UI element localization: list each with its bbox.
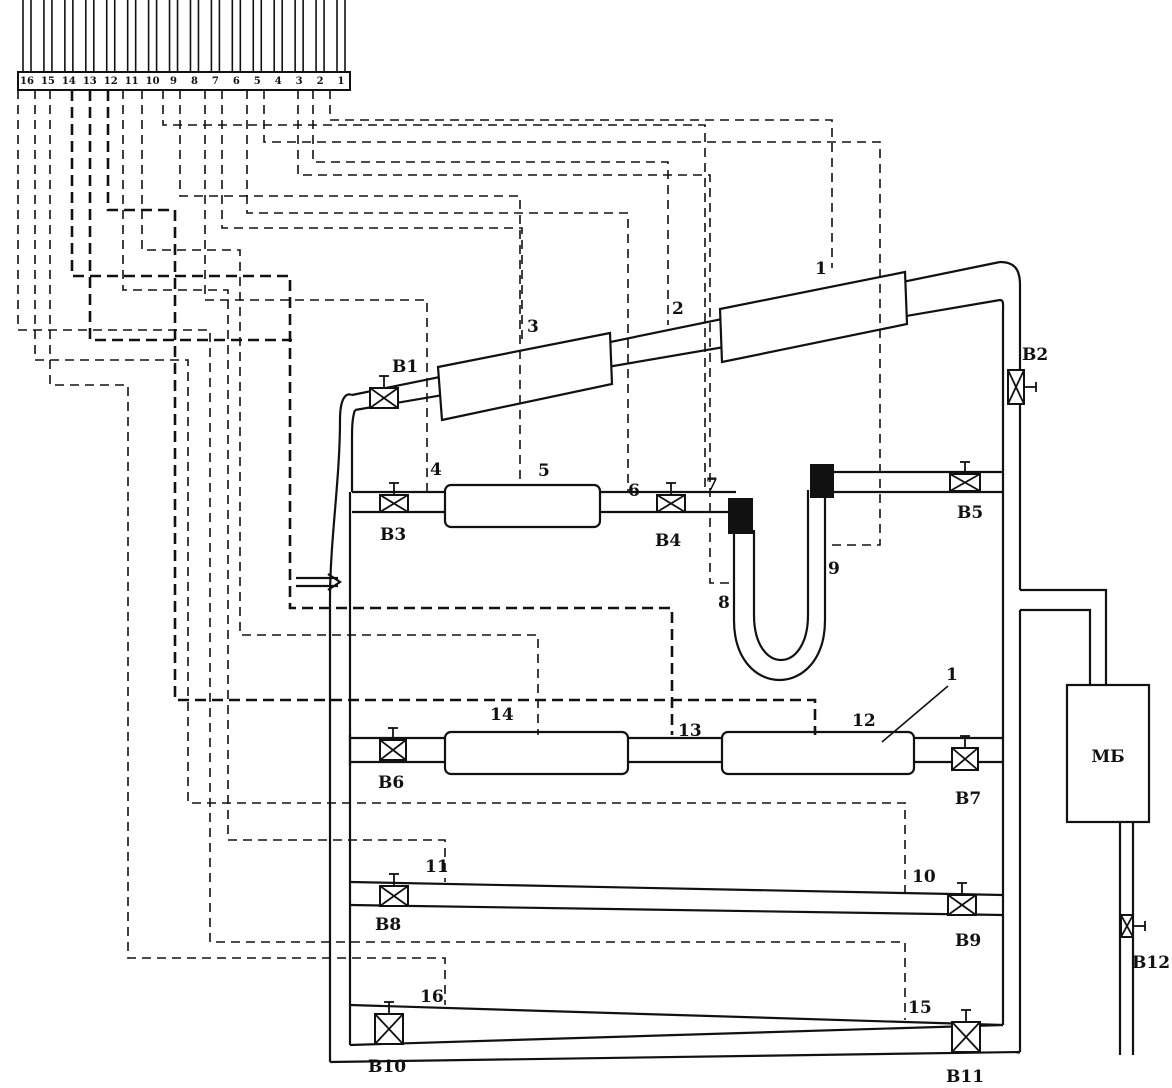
connector-pin-5: 5: [252, 0, 263, 87]
callout-label: 1: [946, 665, 958, 685]
valve-label-b11: B11: [946, 1067, 984, 1087]
sensor-label-6: 6: [628, 481, 640, 501]
valve-label-b10: B10: [368, 1057, 406, 1077]
sensor-label-4: 4: [430, 460, 442, 480]
sensor-label-5: 5: [538, 461, 550, 481]
connector-pin-10: 10: [146, 0, 160, 87]
connector-pin-2: 2: [315, 0, 325, 87]
connector-pin-label: 1: [338, 76, 345, 87]
valve-label-b1: B1: [392, 357, 418, 377]
connector-pin-12: 12: [104, 0, 118, 87]
tank: МБ: [1065, 683, 1151, 824]
sensor-label-3: 3: [527, 317, 539, 337]
sensor-label-13: 13: [678, 721, 702, 741]
connector-pin-label: 3: [296, 76, 303, 87]
connector-pin-label: 6: [233, 76, 240, 87]
sensor-label-15: 15: [908, 998, 932, 1018]
valve-label-b2: B2: [1022, 345, 1048, 365]
connector-pin-13: 13: [83, 0, 97, 87]
connector-pin-1: 1: [336, 0, 346, 87]
connector-pin-8: 8: [189, 0, 200, 87]
valve-b1[interactable]: [369, 375, 399, 409]
connector-pin-label: 13: [83, 76, 97, 87]
valve-label-b8: B8: [375, 915, 401, 935]
connector-pin-label: 5: [254, 76, 261, 87]
connector-block: 16 15 14 13 12 11 10 9 8 7 6 5 4 3 2 1: [17, 0, 351, 91]
valve-b3[interactable]: [379, 482, 409, 513]
sensor-label-12: 12: [852, 711, 876, 731]
valve-b6[interactable]: [379, 727, 407, 761]
connector-pin-label: 7: [212, 76, 219, 87]
connector-pin-9: 9: [168, 0, 179, 87]
connector-pin-label: 11: [125, 76, 139, 87]
connector-pin-16: 16: [20, 0, 34, 87]
sensor-label-2: 2: [672, 299, 684, 319]
connector-pin-6: 6: [231, 0, 242, 87]
connector-pin-7: 7: [210, 0, 221, 87]
valve-b5[interactable]: [949, 461, 981, 492]
valve-b7[interactable]: [951, 735, 979, 771]
connector-pin-label: 10: [146, 76, 160, 87]
sensor-label-7: 7: [706, 475, 718, 495]
connector-pin-4: 4: [273, 0, 284, 87]
sensor-label-14: 14: [490, 705, 514, 725]
test-sections: [436, 270, 916, 776]
sensor-label-11: 11: [425, 857, 449, 877]
valves: [369, 369, 1146, 1053]
connector-pin-11: 11: [125, 0, 139, 87]
sensor-label-10: 10: [912, 867, 936, 887]
connector-pin-label: 9: [170, 76, 177, 87]
valve-b4[interactable]: [656, 482, 686, 513]
connector-pins: 16 15 14 13 12 11 10 9 8 7 6 5 4 3 2 1: [20, 0, 346, 87]
valve-b2[interactable]: [1007, 369, 1037, 405]
valve-labels: B1 B2 B3 B4 B5 B6 B7 B8 B9 B10 B11 B12: [368, 345, 1170, 1087]
valve-b10[interactable]: [374, 1001, 404, 1045]
connector-pin-label: 4: [275, 76, 282, 87]
valve-label-b5: B5: [957, 503, 983, 523]
sensor-label-1: 1: [815, 259, 827, 279]
sensor-labels: 1 2 3 4 5 6 7 8 9 10 11 12 13 14 15 16: [420, 259, 936, 1018]
sensor-label-9: 9: [828, 559, 840, 579]
connector-pin-label: 8: [191, 76, 198, 87]
valve-b12[interactable]: [1120, 914, 1146, 938]
connector-pin-label: 14: [62, 76, 76, 87]
valve-label-b12: B12: [1132, 953, 1170, 973]
signal-lines: [17, 90, 906, 1020]
connector-pin-label: 16: [20, 76, 34, 87]
valve-b11[interactable]: [951, 1009, 981, 1053]
connector-pin-label: 12: [104, 76, 118, 87]
valve-label-b9: B9: [955, 931, 981, 951]
connector-pin-14: 14: [62, 0, 76, 87]
valve-b9[interactable]: [947, 882, 977, 916]
sensor-label-16: 16: [420, 987, 444, 1007]
sensor-label-8: 8: [718, 593, 730, 613]
valve-label-b7: B7: [955, 789, 981, 809]
valve-b8[interactable]: [379, 873, 409, 907]
connector-pin-label: 15: [41, 76, 55, 87]
tank-label: МБ: [1091, 747, 1124, 767]
valve-label-b4: B4: [655, 531, 681, 551]
valve-label-b6: B6: [378, 773, 404, 793]
valve-label-b3: B3: [380, 525, 406, 545]
connector-pin-3: 3: [294, 0, 304, 87]
connector-pin-15: 15: [41, 0, 55, 87]
callout: 1: [881, 665, 958, 743]
connector-pin-label: 2: [317, 76, 324, 87]
